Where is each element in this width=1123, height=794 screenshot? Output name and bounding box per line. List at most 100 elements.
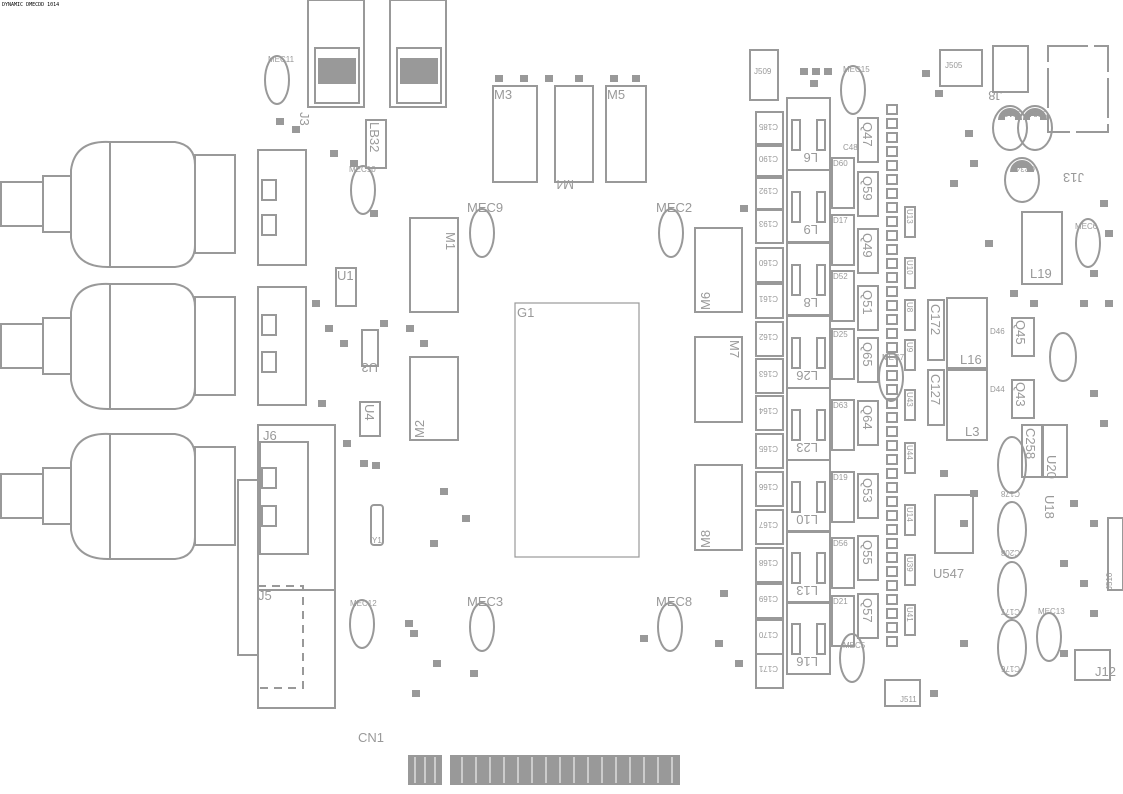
diode-label: D25 [833,330,848,339]
smd-pad [886,636,898,647]
capacitor-outline [755,143,784,179]
label-j12: J12 [1095,664,1116,679]
smd-pad [1100,200,1108,207]
connector-j5 [237,479,336,709]
smd-pad [412,690,420,697]
capacitor-outline [755,247,784,283]
inductor-label: L8 [804,295,818,310]
smd-pad [886,244,898,255]
transistor-label: Q59 [860,176,875,201]
svg-text:M8: M8 [698,530,713,548]
transistor-label: Q53 [860,478,875,503]
smd-pad [886,608,898,619]
smd-pad [950,180,958,187]
label-c172: C172 [928,304,943,335]
smd-pad [1030,300,1038,307]
ic-label: U44 [905,445,914,460]
smd-pad [940,470,948,477]
module-m7: M7 [694,336,743,423]
inductor-label: L23 [796,440,818,455]
electrolytic-label: C210 [1003,109,1023,118]
diode-outline [831,270,855,322]
jack-j6 [257,424,336,591]
smd-pad [520,75,528,82]
svg-text:M3: M3 [494,87,512,102]
ic-outline [904,299,916,331]
module-m5: M5 [605,85,647,183]
mounting-hole [1036,612,1062,662]
module-m4: M4 [554,85,594,192]
transistor-outline [857,473,879,519]
mounting-hole-label: MEC2 [656,200,692,215]
smd-pad [886,104,898,115]
label-j5: J5 [258,588,272,603]
capacitor-label: C168 [758,558,778,567]
coax-connector-1 [0,140,236,269]
u3-outline [361,329,379,367]
capacitor-outline [755,321,784,357]
smd-pad [420,340,428,347]
svg-text:M2: M2 [412,420,427,438]
transistor-outline [857,535,879,581]
smd-pad [1090,270,1098,277]
smd-pad [886,482,898,493]
mounting-hole [264,55,290,105]
electrolytic-label: C224 [1028,109,1048,118]
smd-pad [380,320,388,327]
label-j6: J6 [263,428,277,443]
mounting-hole-label: MEC9 [467,200,503,215]
label-j510: J510 [1105,572,1114,590]
transistor-q43 [1011,379,1035,419]
smd-pad [1070,500,1078,507]
capacitor-label: C163 [758,369,778,378]
svg-text:M6: M6 [698,292,713,310]
capacitor-label: C164 [758,406,778,415]
capacitor-label: C165 [758,444,778,453]
smd-pad [1105,230,1113,237]
capacitor-outline [755,471,784,507]
transistor-label: Q55 [860,540,875,565]
capacitor-outline [755,208,784,244]
lb32-outline [365,119,387,169]
smd-pad [1060,650,1068,657]
capacitor-c127 [927,369,945,426]
smd-pad [886,580,898,591]
ic-label: U14 [905,507,914,522]
transistor-outline [857,171,879,217]
smd-pad [575,75,583,82]
diode-outline [831,328,855,380]
label-u547: U547 [933,566,964,581]
smd-pad [886,440,898,451]
label-j505: J505 [945,61,963,70]
smd-pad [886,314,898,325]
smd-pad [886,496,898,507]
mounting-hole-label: MEC10 [349,165,376,174]
capacitor-label: C162 [758,332,778,341]
diode-label: D60 [833,159,848,168]
diode-outline [831,471,855,523]
electrolytic-label: C178 [1000,489,1020,498]
smd-pad [545,75,553,82]
electrolytic-label: C177 [1000,607,1020,616]
ic-outline [904,206,916,238]
transistor-label: Q47 [860,122,875,147]
ic-outline [904,389,916,421]
smd-pad [886,286,898,297]
ic-outline [904,554,916,586]
smd-pad [292,126,300,133]
smd-pad [800,68,808,75]
mounting-hole [658,208,684,258]
transistor-outline [857,117,879,163]
smd-pad [1100,420,1108,427]
capacitor-label: C169 [758,594,778,603]
smd-pad [886,118,898,129]
electrolytic-capacitor [997,561,1027,619]
capacitor-label: C171 [758,664,778,673]
ic-label: U39 [905,557,914,572]
label-l19: L19 [1030,266,1052,281]
jack-1 [257,149,307,266]
ic-outline [904,504,916,536]
inductor-label: L10 [796,512,818,527]
smd-pad [970,160,978,167]
smd-pad [640,635,648,642]
